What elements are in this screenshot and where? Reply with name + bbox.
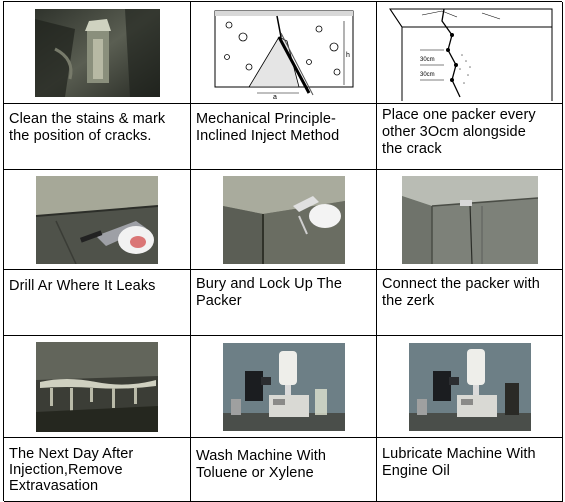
- step-1-line-1: Clean the stains & mark: [9, 111, 166, 127]
- step-4-line-1: Drill Ar Where It Leaks: [9, 278, 156, 294]
- step-2-image-cell: h a: [191, 2, 377, 104]
- spacing-label-2: 30cm: [420, 72, 435, 78]
- step-6-caption: Connect the packer with the zerk: [377, 270, 562, 310]
- step-1-line-2: the position of cracks.: [9, 128, 152, 144]
- step-1-image-cell: [4, 2, 191, 104]
- drilling-photo: [36, 175, 158, 264]
- step-4-image-cell: [4, 170, 191, 270]
- step-7-caption: The Next Day After Injection,Remove Extr…: [4, 438, 190, 494]
- step-3-caption-cell: Place one packer every other 3Ocm alongs…: [377, 104, 563, 170]
- step-2-line-1: Mechanical Principle-: [196, 111, 336, 127]
- step-9-image-cell: [377, 336, 563, 438]
- inclined-inject-diagram: h a: [214, 10, 353, 99]
- step-6-line-2: the zerk: [382, 293, 435, 309]
- step-9-caption-cell: Lubricate Machine With Engine Oil: [377, 438, 563, 502]
- wash-machine-photo: [222, 342, 345, 431]
- step-3-line-2: other 3Ocm alongside: [382, 124, 526, 140]
- step-5-image-cell: [191, 170, 377, 270]
- step-5-caption: Bury and Lock Up The Packer: [191, 270, 376, 310]
- step-5-caption-cell: Bury and Lock Up The Packer: [191, 270, 377, 336]
- step-8-caption-cell: Wash Machine With Toluene or Xylene: [191, 438, 377, 502]
- step-7-line-2: Injection,Remove: [9, 462, 123, 478]
- step-3-image-cell: 30cm 30cm: [377, 2, 563, 104]
- step-7-image-cell: [4, 336, 191, 438]
- extravasation-photo: [36, 341, 158, 432]
- step-3-caption: Place one packer every other 3Ocm alongs…: [377, 104, 562, 158]
- step-8-caption: Wash Machine With Toluene or Xylene: [191, 438, 376, 482]
- step-6-line-1: Connect the packer with: [382, 276, 540, 292]
- step-5-line-1: Bury and Lock Up The: [196, 276, 343, 292]
- step-9-line-1: Lubricate Machine With: [382, 446, 536, 462]
- step-1-caption-cell: Clean the stains & mark the position of …: [4, 104, 191, 170]
- diagram-h-label: h: [346, 52, 350, 59]
- step-8-image-cell: [191, 336, 377, 438]
- step-2-line-2: Inclined Inject Method: [196, 128, 340, 144]
- step-2-caption-cell: Mechanical Principle- Inclined Inject Me…: [191, 104, 377, 170]
- packer-spacing-diagram: 30cm 30cm: [389, 8, 553, 101]
- step-2-caption: Mechanical Principle- Inclined Inject Me…: [191, 104, 376, 145]
- instruction-grid: h a 30cm 30cm: [3, 1, 563, 502]
- step-7-line-3: Extravasation: [9, 478, 99, 494]
- step-8-line-2: Toluene or Xylene: [196, 465, 314, 481]
- crack-cleaning-photo: [34, 8, 160, 97]
- step-4-caption-cell: Drill Ar Where It Leaks: [4, 270, 191, 336]
- step-9-caption: Lubricate Machine With Engine Oil: [377, 438, 562, 480]
- step-4-caption: Drill Ar Where It Leaks: [4, 270, 190, 295]
- spacing-label-1: 30cm: [420, 57, 435, 63]
- step-3-line-3: the crack: [382, 141, 442, 157]
- lubricate-machine-photo: [408, 342, 531, 431]
- step-5-line-2: Packer: [196, 293, 242, 309]
- step-3-line-1: Place one packer every: [382, 107, 536, 123]
- zerk-connect-photo: [401, 175, 538, 264]
- step-6-image-cell: [377, 170, 563, 270]
- step-7-caption-cell: The Next Day After Injection,Remove Extr…: [4, 438, 191, 502]
- step-8-line-1: Wash Machine With: [196, 448, 327, 464]
- packer-lock-photo: [222, 175, 345, 264]
- diagram-a-label: a: [273, 94, 277, 99]
- step-9-line-2: Engine Oil: [382, 463, 450, 479]
- step-1-caption: Clean the stains & mark the position of …: [4, 104, 190, 145]
- step-6-caption-cell: Connect the packer with the zerk: [377, 270, 563, 336]
- step-7-line-1: The Next Day After: [9, 446, 134, 462]
